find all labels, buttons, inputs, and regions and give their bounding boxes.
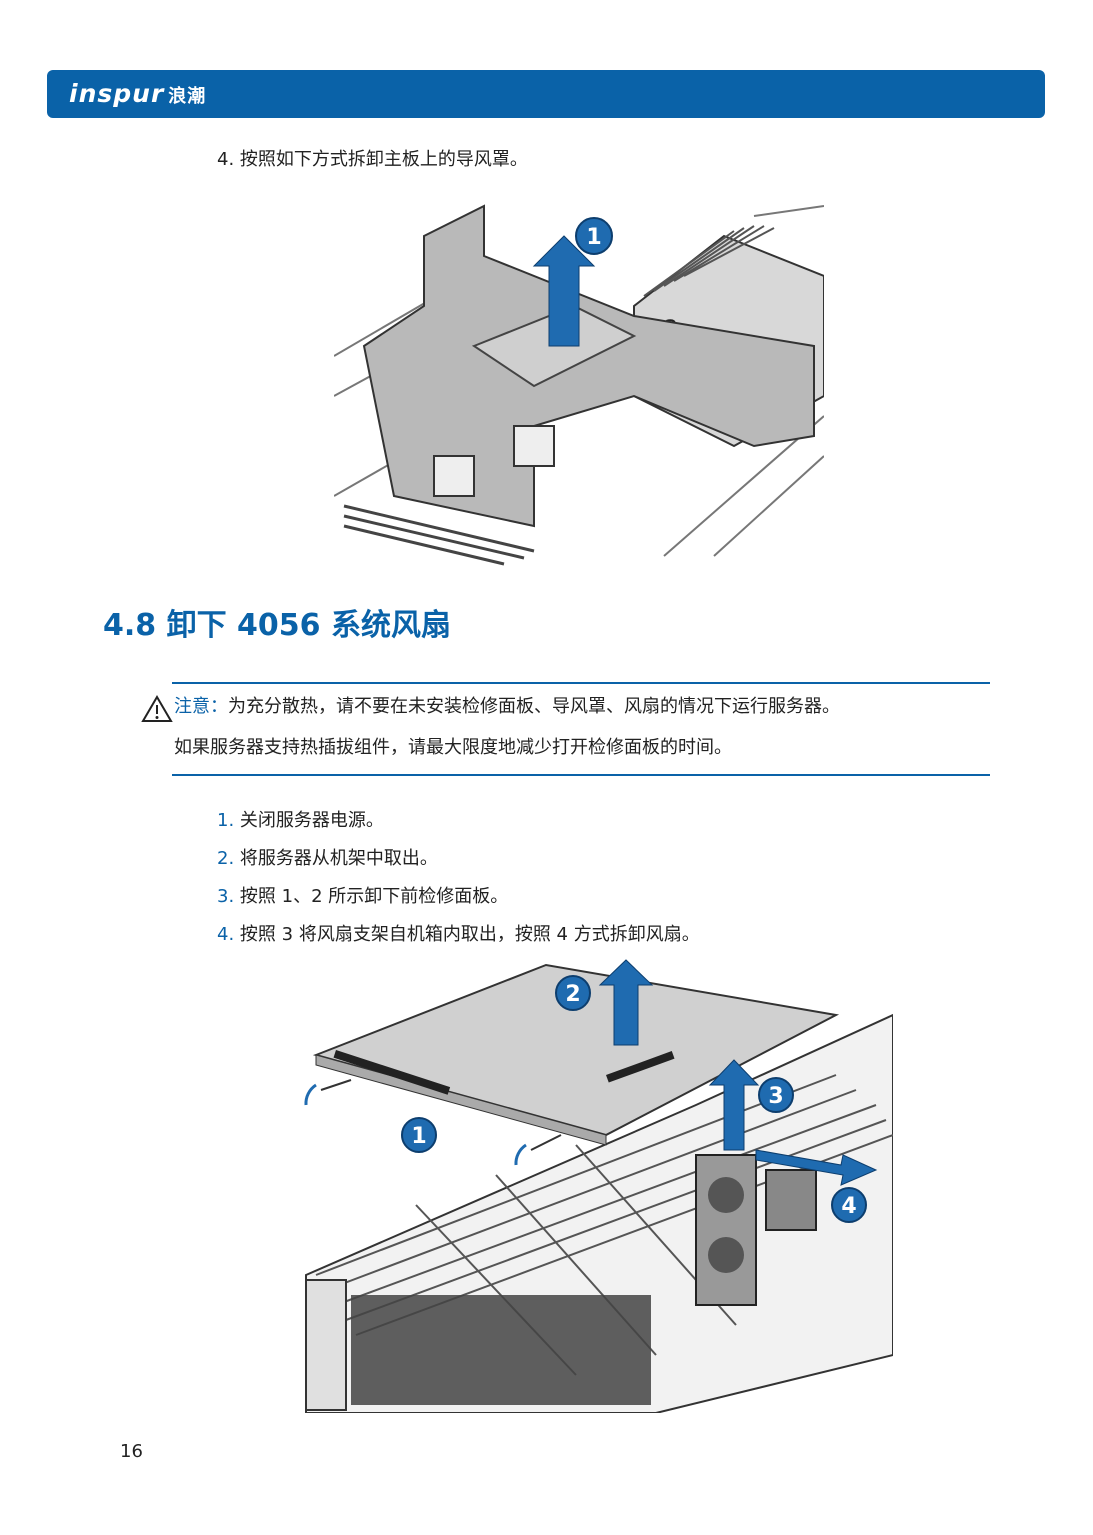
callout-1: 1 (586, 225, 601, 250)
note-bottom-rule (172, 774, 990, 776)
note-line-2: 如果服务器支持热插拔组件，请最大限度地减少打开检修面板的时间。 (174, 737, 732, 758)
note-text-1: 为充分散热，请不要在未安装检修面板、导风罩、风扇的情况下运行服务器。 (228, 696, 840, 717)
air-duct-figure: 3 4 1 (334, 196, 824, 566)
note-label: 注意： (174, 696, 228, 717)
warning-icon (141, 695, 173, 722)
section-title: 4.8 卸下 4056 系统风扇 (103, 608, 451, 643)
list-item: 2. 将服务器从机架中取出。 (217, 848, 438, 869)
logo-cn: 浪潮 (168, 86, 207, 107)
steps-list: 1. 关闭服务器电源。 2. 将服务器从机架中取出。 3. 按照 1、2 所示卸… (217, 808, 700, 960)
callout-4: 4 (841, 1194, 856, 1219)
list-item: 1. 关闭服务器电源。 (217, 810, 384, 831)
fan-removal-figure: 1 2 3 4 (276, 955, 893, 1413)
note-line-1: 注意：为充分散热，请不要在未安装检修面板、导风罩、风扇的情况下运行服务器。 (174, 692, 840, 718)
list-item: 3. 按照 1、2 所示卸下前检修面板。 (217, 886, 509, 907)
callout-2: 2 (565, 982, 580, 1007)
list-item: 4. 按照 3 将风扇支架自机箱内取出，按照 4 方式拆卸风扇。 (217, 924, 700, 945)
callout-3: 3 (768, 1084, 783, 1109)
callout-1: 1 (411, 1124, 426, 1149)
intro-step: 4. 按照如下方式拆卸主板上的导风罩。 (217, 149, 528, 170)
logo-latin: inspur (69, 79, 165, 108)
note-top-rule (172, 682, 990, 684)
page-number: 16 (120, 1441, 143, 1462)
